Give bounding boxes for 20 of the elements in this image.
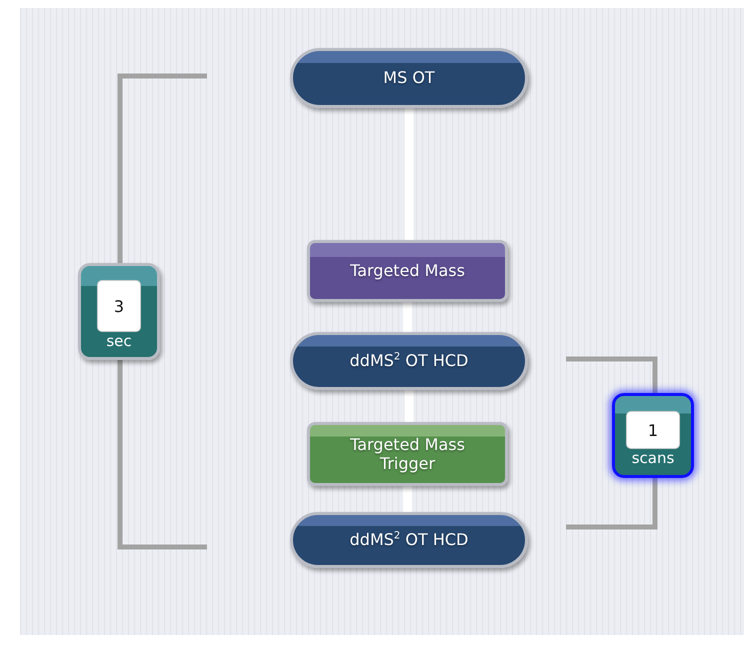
- connector-line: [404, 390, 414, 422]
- unit-label: sec: [106, 334, 132, 349]
- scan-step-box: [290, 332, 528, 390]
- trigger-box: [307, 422, 508, 486]
- connector-line: [403, 302, 412, 332]
- connector-line: [403, 486, 412, 512]
- connector-line: [404, 108, 414, 240]
- step-label: MS OT: [382, 68, 436, 88]
- loop-counter-box: [78, 263, 160, 360]
- filter-box: [307, 240, 508, 302]
- step-label: ddMS$^{2}$ OT HCD: [348, 351, 470, 371]
- value-field: 3: [97, 280, 141, 332]
- loop-counter-box: [612, 393, 694, 478]
- scan-step-box: [290, 48, 528, 108]
- step-label: ddMS$^{2}$ OT HCD: [348, 530, 470, 550]
- scan-step-box: [290, 512, 528, 568]
- step-label: Targeted Mass Trigger: [349, 434, 466, 474]
- step-label: Targeted Mass: [349, 261, 466, 281]
- value-field: 1: [626, 411, 680, 449]
- unit-label: scans: [632, 451, 674, 466]
